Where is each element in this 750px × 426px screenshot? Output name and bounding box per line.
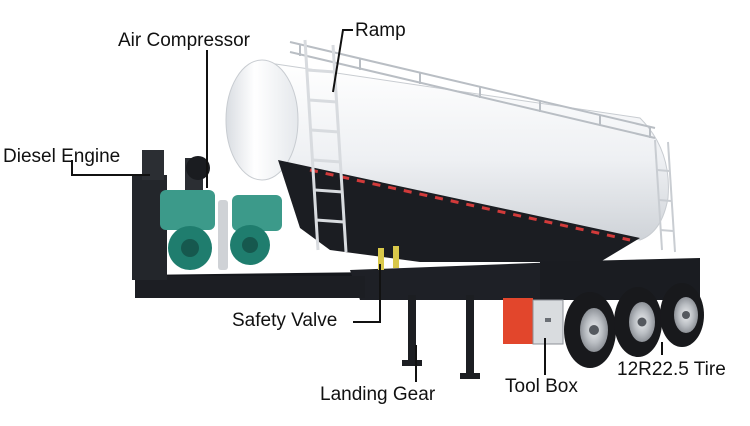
tank-front-cap (225, 59, 299, 181)
label-landing-gear: Landing Gear (320, 384, 436, 405)
chassis (135, 258, 700, 300)
tank (225, 59, 669, 262)
tire-1 (564, 292, 616, 368)
compressor-housing-right (232, 195, 282, 231)
tires (564, 283, 704, 368)
label-safety-valve: Safety Valve (232, 310, 338, 331)
top-railing (289, 41, 656, 139)
label-tire: 12R22.5 Tire (617, 359, 726, 380)
label-tool-box: Tool Box (505, 376, 578, 397)
exhaust-pipe (218, 200, 228, 270)
tank-underside (278, 160, 640, 262)
label-diesel-engine: Diesel Engine (3, 146, 121, 167)
engine-compressor-assembly (132, 150, 282, 280)
leader-ramp (332, 29, 353, 93)
leader-diesel-engine (71, 160, 150, 176)
landing-gear (402, 295, 480, 379)
compressor-housing-left (160, 190, 215, 230)
label-air-compressor: Air Compressor (118, 30, 250, 51)
reflective-stripe (309, 168, 631, 242)
tire-3 (660, 283, 704, 347)
tire-2 (614, 287, 662, 357)
leader-safety-valve (353, 264, 381, 323)
rear-ladder (654, 139, 676, 253)
label-ramp: Ramp (355, 20, 406, 41)
tool-box (503, 298, 564, 345)
safety-valves (378, 246, 399, 270)
leader-lines (71, 29, 663, 382)
